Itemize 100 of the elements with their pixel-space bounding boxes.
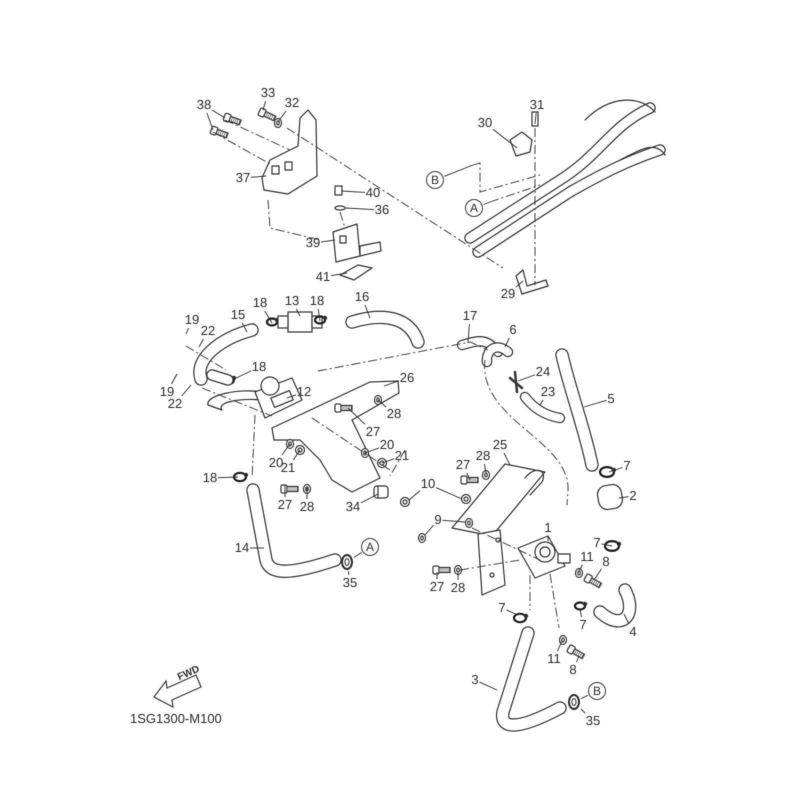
callout-number: 4 [629,625,637,639]
hose-clamp [341,554,353,570]
callout-number: 36 [374,203,390,217]
callout-number: 32 [284,96,300,110]
callout-number: 28 [450,581,466,595]
leader-line [594,568,602,580]
callout-number: 29 [500,287,516,301]
leader-line [286,394,296,398]
hose-clamp [568,694,580,710]
leader-line [181,384,192,396]
leader-line [218,476,238,478]
leader-line [580,708,586,714]
callout-number: 13 [284,294,300,308]
leader-line [206,112,214,130]
leader-line [364,447,380,454]
leader-line [264,310,272,324]
callout-number: 27 [278,498,292,512]
callout-number: 6 [509,323,517,337]
callout-number: 37 [236,171,250,185]
callout-number: 22 [168,397,182,411]
leader-line [479,682,498,690]
leader-line [198,338,204,348]
callout-number: 18 [252,360,266,374]
callout-number: 28 [476,449,490,463]
leader-line [516,280,524,288]
leader-line [436,572,438,580]
leader-line [584,400,607,408]
leader-line [378,400,386,408]
leader-line [278,110,287,122]
leader-line [292,450,300,460]
leader-line [281,444,290,456]
leader-line [364,304,370,318]
leader-line [284,484,286,498]
callout-number: 41 [316,270,330,284]
leader-line [534,112,537,124]
callout-number: 24 [536,365,550,379]
leader-line [296,308,300,316]
callout-number: 19 [160,385,174,399]
direction-text: FWD [176,664,202,684]
callout-number: 1 [544,521,552,535]
reference-letter-circle: A [361,538,379,556]
callout-number: 22 [200,324,216,338]
leader-line [468,324,470,344]
leader-line [171,374,178,384]
leader-line [320,240,336,242]
leader-line [444,164,474,177]
callout-number: 31 [530,98,544,112]
callout-number: 26 [400,371,414,385]
callout-number: 11 [580,550,594,564]
callout-number: 35 [342,576,358,590]
callout-number: 34 [346,500,360,514]
callout-number: 14 [234,541,250,555]
callout-number: 25 [492,438,508,452]
leader-line [518,374,536,382]
leader-line [580,608,582,618]
leader-line [344,208,374,210]
leader-line [232,370,252,380]
leader-line [318,308,320,322]
callout-number: 12 [296,385,312,399]
drawing-reference-code: 1SG1300-M100 [130,711,222,726]
leader-line [442,520,466,522]
callout-number: 15 [230,308,246,322]
leader-line [504,338,510,348]
callout-number: 20 [268,456,284,470]
leader-line [262,100,266,110]
callout-number: 28 [386,407,402,421]
callout-number: 33 [260,86,276,100]
callout-number: 27 [366,425,380,439]
reference-letter-circle: B [588,682,606,700]
leader-line [484,464,486,474]
callout-number: 39 [306,236,320,250]
callout-number: 18 [252,296,268,310]
callout-number: 10 [420,477,436,491]
leader-line [557,640,562,652]
callout-number: 7 [579,618,587,632]
callout-number: 3 [471,673,479,687]
callout-number: 27 [456,458,470,472]
callout-number: 27 [430,580,444,594]
leader-line [436,487,462,500]
callout-number: 21 [280,461,296,475]
callout-number: 9 [434,513,442,527]
leader-line [186,328,190,334]
leader-line [382,458,394,464]
leader-line [348,570,350,576]
leader-line [330,272,348,276]
leader-line [482,202,490,205]
leader-line [408,490,420,500]
callout-number: 7 [623,459,631,473]
leader-line [306,486,308,500]
leader-line [608,467,623,472]
leader-line [618,496,629,498]
leader-line [384,380,400,386]
callout-number: 30 [478,116,492,130]
leader-line [242,322,248,332]
callout-number: 7 [593,536,601,550]
callout-number: 23 [540,385,556,399]
callout-number: 40 [366,186,380,200]
leader-line [250,176,266,178]
leader-line [624,614,630,624]
callout-number: 17 [462,309,478,323]
